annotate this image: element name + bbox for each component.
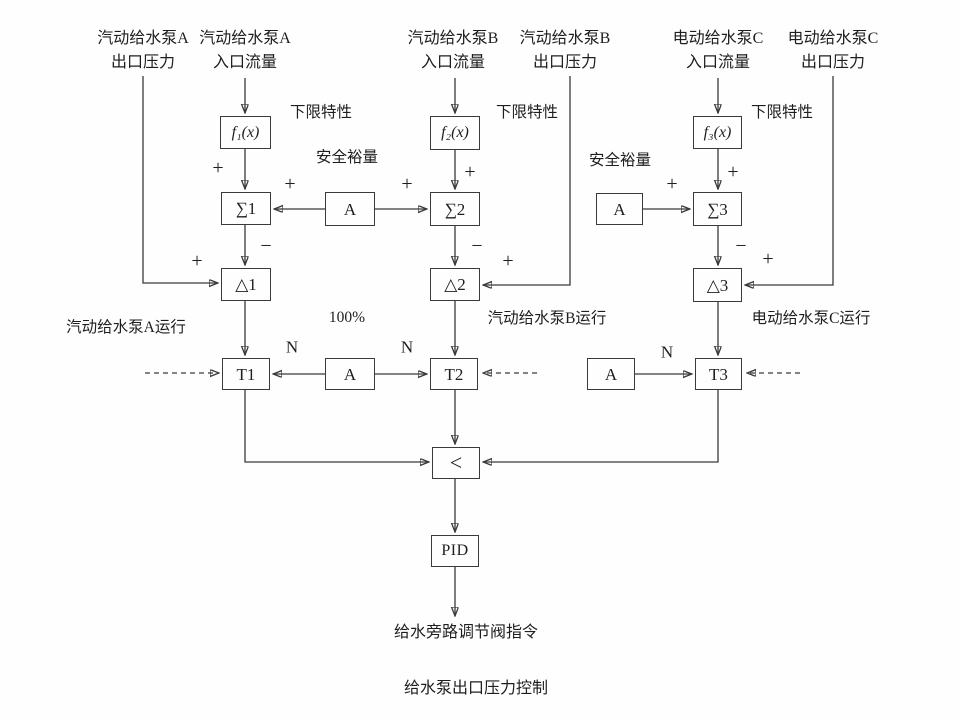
block-auto1: A	[325, 192, 375, 226]
block-sum2: ∑2	[430, 192, 480, 226]
annotation-lower-limit-1: 下限特性	[289, 104, 353, 121]
input-label-pumpC-inlet-flow: 电动给水泵C 入口流量	[672, 30, 764, 71]
block-auto2: A	[596, 193, 643, 225]
sign-plus-f3-sum3: +	[727, 161, 739, 183]
block-min-select: <	[432, 447, 480, 479]
input-label-pumpB-outlet-pressure: 汽动给水泵B 出口压力	[519, 30, 611, 71]
output-command-label: 给水旁路调节阀指令	[393, 624, 539, 641]
wire-t3-to-min	[483, 390, 719, 462]
sign-minus-sum1-delta1: −	[260, 235, 272, 257]
block-delta2: △2	[430, 268, 480, 301]
sign-plus-auto1-sum2: +	[401, 173, 413, 195]
block-sum1: ∑1	[221, 192, 271, 225]
sign-minus-sum3-delta3: −	[735, 235, 747, 257]
sign-plus-pressure-delta2: +	[502, 250, 514, 272]
wire-pumpC-outlet-pressure-to-delta3	[745, 76, 834, 285]
sign-plus-pressure-delta1: +	[191, 250, 203, 272]
annotation-safety-margin-1: 安全裕量	[315, 149, 379, 166]
sign-plus-auto1-sum1: +	[284, 173, 296, 195]
annotation-safety-margin-2: 安全裕量	[588, 152, 652, 169]
block-delta1: △1	[221, 268, 271, 301]
annotation-lower-limit-2: 下限特性	[495, 104, 559, 121]
input-label-pumpA-outlet-pressure: 汽动给水泵A 出口压力	[97, 30, 189, 71]
block-f1: f₁(x)	[220, 116, 271, 149]
wire-pumpA-outlet-pressure-to-delta1	[142, 76, 218, 283]
sign-plus-f1-sum1: +	[212, 157, 224, 179]
block-delta3: △3	[693, 268, 742, 302]
annotation-pumpB-running: 汽动给水泵B运行	[487, 310, 607, 327]
annotation-pumpC-running: 电动给水泵C运行	[751, 310, 871, 327]
annotation-100-percent: 100%	[328, 309, 366, 326]
input-label-pumpA-inlet-flow: 汽动给水泵A 入口流量	[199, 30, 291, 71]
input-label-pumpB-inlet-flow: 汽动给水泵B 入口流量	[407, 30, 499, 71]
sign-plus-auto2-sum3: +	[666, 173, 678, 195]
sign-plus-pressure-delta3: +	[762, 248, 774, 270]
wire-t1-to-min	[244, 390, 429, 462]
input-label-pumpC-outlet-pressure: 电动给水泵C 出口压力	[787, 30, 879, 71]
sign-n-auto4-t3: N	[660, 342, 674, 362]
block-f2: f₂(x)	[430, 116, 480, 150]
sign-n-auto3-t1: N	[285, 337, 299, 357]
annotation-pumpA-running: 汽动给水泵A运行	[66, 319, 186, 336]
diagram-caption: 给水泵出口压力控制	[403, 680, 549, 697]
block-t3: T3	[695, 358, 742, 390]
sign-minus-sum2-delta2: −	[471, 235, 483, 257]
block-t2: T2	[430, 358, 478, 390]
annotation-lower-limit-3: 下限特性	[750, 104, 814, 121]
block-auto3: A	[325, 358, 375, 390]
sign-plus-f2-sum2: +	[464, 161, 476, 183]
sign-n-auto3-t2: N	[400, 337, 414, 357]
block-t1: T1	[222, 358, 270, 390]
block-f3: f₃(x)	[693, 116, 742, 149]
block-pid: PID	[431, 535, 479, 567]
block-sum3: ∑3	[693, 192, 742, 226]
wire-pumpB-outlet-pressure-to-delta2	[483, 76, 571, 285]
block-auto4: A	[587, 358, 635, 390]
